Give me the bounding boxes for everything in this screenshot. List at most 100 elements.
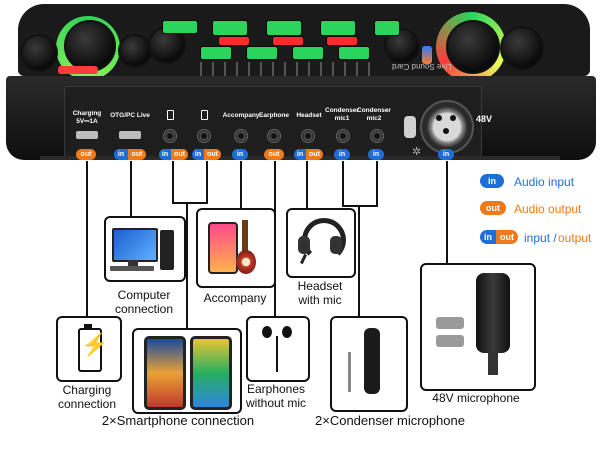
brand-text: Live Sound Card xyxy=(392,62,452,71)
chip-in-mic1: in xyxy=(334,149,350,160)
charge-bolt-icon: ⚡ xyxy=(81,332,109,357)
left-small-knob[interactable] xyxy=(118,34,152,68)
legend-input-slash: input / xyxy=(524,231,557,245)
mic1-jack[interactable] xyxy=(336,129,350,143)
otg-port[interactable] xyxy=(119,131,141,139)
battery-icon xyxy=(78,328,102,372)
effect-pad-7[interactable] xyxy=(326,36,358,46)
legend-inout-in-chip: in xyxy=(480,230,496,244)
headset-jack[interactable] xyxy=(301,129,315,143)
earbud-left-icon xyxy=(262,326,272,338)
charging-port[interactable] xyxy=(76,131,98,139)
effect-pad-2[interactable] xyxy=(266,20,302,36)
effect-pad-4[interactable] xyxy=(374,20,400,36)
line-mics-down xyxy=(358,205,360,316)
left-side-light xyxy=(58,66,98,74)
right-main-knob[interactable] xyxy=(446,20,500,74)
mic48v-box xyxy=(420,263,536,391)
caption-condensers: 2×Condenser microphone xyxy=(315,413,465,428)
condenser-mic-box xyxy=(330,316,408,412)
smartphone-icon xyxy=(201,110,208,120)
chip-in-phone2: in xyxy=(192,149,204,160)
earbud-right-icon xyxy=(282,326,292,338)
effect-pad-8[interactable] xyxy=(200,46,232,60)
mic-mount xyxy=(488,353,498,375)
line-xlr xyxy=(446,161,448,263)
right-side-light xyxy=(422,46,432,64)
xlr-cable-icon xyxy=(436,317,464,329)
chip-out-phone2: out xyxy=(204,149,221,160)
guitar-icon xyxy=(242,220,248,254)
line-otg xyxy=(130,161,132,218)
mic2-jack[interactable] xyxy=(370,129,384,143)
earphone-cable xyxy=(276,336,278,372)
chip-in-otg: in xyxy=(114,149,128,160)
phone2-jack[interactable] xyxy=(197,129,211,143)
earphones-box xyxy=(246,316,310,382)
earphone-jack[interactable] xyxy=(267,129,281,143)
caption-48v-mic: 48V microphone xyxy=(432,391,520,405)
port-label-accompany: Accompany xyxy=(222,112,260,119)
keyboard-icon xyxy=(110,266,154,271)
effect-pad-6[interactable] xyxy=(272,36,304,46)
line-mics-join xyxy=(342,205,378,207)
fader-bank[interactable] xyxy=(200,62,380,76)
chip-out-headset: out xyxy=(306,149,323,160)
effect-pad-1[interactable] xyxy=(212,20,248,36)
accompany-jack[interactable] xyxy=(234,129,248,143)
port-label-earphone: Earphone xyxy=(259,112,289,119)
port-label-condenser-1: Condenser xyxy=(325,107,359,114)
xlr-48v-label: 48V xyxy=(476,114,493,124)
chip-in-accompany: in xyxy=(232,149,248,160)
phantom-power-switch[interactable] xyxy=(404,116,416,138)
port-sublabel-mic2: mic2 xyxy=(366,115,382,122)
accompany-box xyxy=(196,208,276,288)
xlr-cable-icon-2 xyxy=(436,335,464,347)
effect-pad-12[interactable] xyxy=(162,20,198,34)
legend-inout-out-chip: out xyxy=(496,230,518,244)
effect-pad-11[interactable] xyxy=(338,46,370,60)
legend-audio-input: Audio input xyxy=(514,175,575,189)
chip-in-mic2: in xyxy=(368,149,384,160)
xlr-48v-socket[interactable] xyxy=(420,100,474,154)
line-phone1 xyxy=(172,161,174,204)
monitor-stand xyxy=(128,260,138,266)
guitar-body xyxy=(236,250,256,274)
left-earcup xyxy=(298,236,310,254)
settings-gear-icon: ✲ xyxy=(412,146,422,158)
legend-output: output xyxy=(558,231,592,245)
phone-icon xyxy=(208,222,238,274)
effect-pad-5[interactable] xyxy=(218,36,250,46)
port-label-condenser-2: Condenser xyxy=(357,107,391,114)
pc-tower-icon xyxy=(160,230,174,270)
line-phones-down xyxy=(186,202,188,328)
effect-pad-9[interactable] xyxy=(246,46,278,60)
port-label-headset: Headset xyxy=(296,112,322,119)
smartphone-1-icon xyxy=(144,336,186,410)
chip-in-headset: in xyxy=(294,149,306,160)
boom-mic xyxy=(300,253,307,265)
line-mic2 xyxy=(376,161,378,207)
left-secondary-knob[interactable] xyxy=(20,34,58,72)
legend-out-chip: out xyxy=(480,201,506,215)
phone1-jack[interactable] xyxy=(163,129,177,143)
mic-cable-plug xyxy=(348,352,351,392)
line-accompany xyxy=(240,161,242,211)
left-main-knob[interactable] xyxy=(64,20,116,72)
caption-smartphones: 2×Smartphone connection xyxy=(101,413,255,428)
effect-pad-3[interactable] xyxy=(320,20,356,36)
charging-box: ⚡ xyxy=(56,316,122,382)
smartphone-icon xyxy=(167,110,174,120)
right-secondary-knob[interactable] xyxy=(500,26,544,70)
line-mic1 xyxy=(342,161,344,207)
line-phones-join xyxy=(172,202,208,204)
chip-in-xlr: in xyxy=(438,149,454,160)
effect-pad-10[interactable] xyxy=(292,46,324,60)
smartphone-2-icon xyxy=(190,336,232,410)
smartphones-box xyxy=(132,328,242,414)
chip-out-otg: out xyxy=(128,149,146,160)
line-phone2 xyxy=(206,161,208,204)
